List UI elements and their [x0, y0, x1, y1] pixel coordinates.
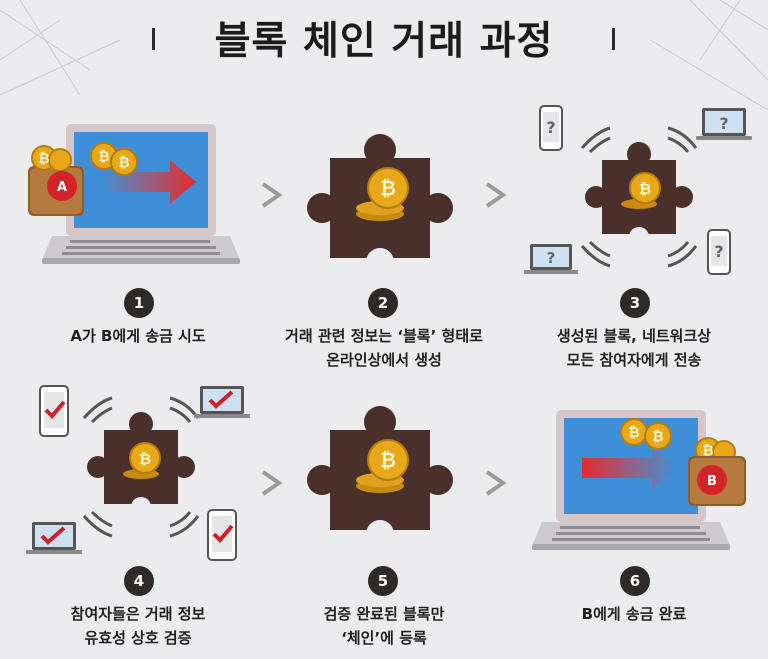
step-1: ₿ ₿ ₿ A 1 A가 B에게 송금 시도: [0, 110, 256, 360]
phone-icon: ?: [539, 105, 563, 151]
svg-text:₿: ₿: [380, 176, 396, 200]
coins-icon: [31, 142, 138, 176]
caption-line: ‘체인’에 등록: [341, 629, 427, 647]
step-number: 4: [124, 566, 154, 596]
bitcoin-coins-icon: ₿: [621, 172, 661, 209]
caption-line: 거래 관련 정보는 ‘블록’ 형태로: [285, 327, 483, 345]
svg-text:₿: ₿: [380, 448, 396, 472]
chain-registration-illustration: ₿: [307, 406, 453, 548]
verification-illustration: ₿: [26, 385, 250, 561]
step-caption: 생성된 블록, 네트워크상 모든 참여자에게 전송: [506, 324, 762, 372]
receive-arrow-icon: [582, 446, 678, 490]
caption-line: 모든 참여자에게 전송: [566, 351, 702, 369]
svg-text:₿: ₿: [628, 425, 639, 441]
bitcoin-coins-icon: ₿: [356, 439, 409, 493]
phone-icon: ?: [707, 229, 731, 275]
send-arrow-icon: [100, 160, 196, 204]
svg-text:₿: ₿: [98, 149, 109, 165]
bitcoin-coins-icon: ₿: [356, 167, 409, 221]
receiver-badge-label: B: [707, 474, 717, 489]
caption-line: B에게 송금 완료: [581, 605, 687, 623]
step-number: 3: [620, 288, 650, 318]
next-arrow-icon: [485, 470, 507, 496]
caption-line: 유효성 상호 검증: [84, 629, 192, 647]
next-arrow-icon: [485, 182, 507, 208]
svg-text:₿: ₿: [639, 180, 651, 198]
caption-line: 검증 완료된 블록만: [323, 605, 445, 623]
sender-badge-label: A: [57, 180, 67, 195]
title-left-bar: [152, 28, 155, 50]
step-number: 6: [620, 566, 650, 596]
step-number: 5: [368, 566, 398, 596]
svg-text:₿: ₿: [38, 151, 49, 167]
svg-text:₿: ₿: [139, 450, 151, 468]
next-arrow-icon: [261, 470, 283, 496]
step-2: ₿ 2 거래 관련 정보는 ‘블록’ 형태로 온라인상에서 생성: [256, 110, 512, 369]
step-number: 1: [124, 288, 154, 318]
broadcast-illustration: ₿ ? ? ?: [524, 105, 752, 275]
step-number: 2: [368, 288, 398, 318]
svg-text:?: ?: [547, 249, 556, 267]
laptop-small-icon: ?: [696, 108, 752, 140]
title-area: 블록 체인 거래 과정: [0, 4, 768, 74]
svg-text:?: ?: [546, 118, 555, 137]
step-caption: 거래 관련 정보는 ‘블록’ 형태로 온라인상에서 생성: [256, 324, 512, 372]
block-creation-illustration: ₿: [307, 134, 453, 276]
bitcoin-coins-icon: ₿: [123, 442, 161, 479]
laptop-receive-illustration: ₿ ₿ ₿ B: [532, 410, 746, 550]
laptop-small-icon: ?: [524, 244, 578, 274]
receiver-badge-icon: [697, 465, 727, 495]
caption-line: 생성된 블록, 네트워크상: [556, 327, 712, 345]
svg-text:?: ?: [714, 242, 723, 261]
step-caption: 참여자들은 거래 정보 유효성 상호 검증: [10, 602, 266, 650]
caption-line: 참여자들은 거래 정보: [70, 605, 206, 623]
signal-waves-icon: [580, 126, 698, 268]
svg-text:₿: ₿: [702, 443, 713, 459]
caption-line: 온라인상에서 생성: [326, 351, 442, 369]
next-arrow-icon: [261, 182, 283, 208]
phone-check-icon: [207, 509, 237, 561]
step-3: ₿ ? ? ?: [512, 100, 768, 369]
title-right-bar: [612, 28, 615, 50]
step-5: ₿ 5 검증 완료된 블록만 ‘체인’에 등록: [256, 390, 512, 659]
step-caption: B에게 송금 완료: [506, 602, 762, 626]
signal-waves-icon: [82, 396, 200, 538]
sender-badge-icon: [47, 171, 77, 201]
phone-check-icon: [39, 385, 69, 437]
step-6: ₿ ₿ ₿ B 6 B에게 송금 완료: [512, 400, 768, 659]
svg-text:₿: ₿: [652, 429, 663, 445]
laptop-check-icon: [194, 386, 250, 418]
caption-line: A가 B에게 송금 시도: [70, 327, 206, 345]
step-caption: A가 B에게 송금 시도: [10, 324, 266, 348]
page-title: 블록 체인 거래 과정: [214, 19, 554, 64]
laptop-send-illustration: ₿ ₿ ₿ A: [28, 124, 240, 264]
laptop-check-icon: [26, 522, 82, 554]
step-caption: 검증 완료된 블록만 ‘체인’에 등록: [256, 602, 512, 650]
svg-text:?: ?: [719, 114, 728, 133]
step-4: ₿: [0, 380, 256, 659]
svg-text:₿: ₿: [118, 155, 129, 171]
